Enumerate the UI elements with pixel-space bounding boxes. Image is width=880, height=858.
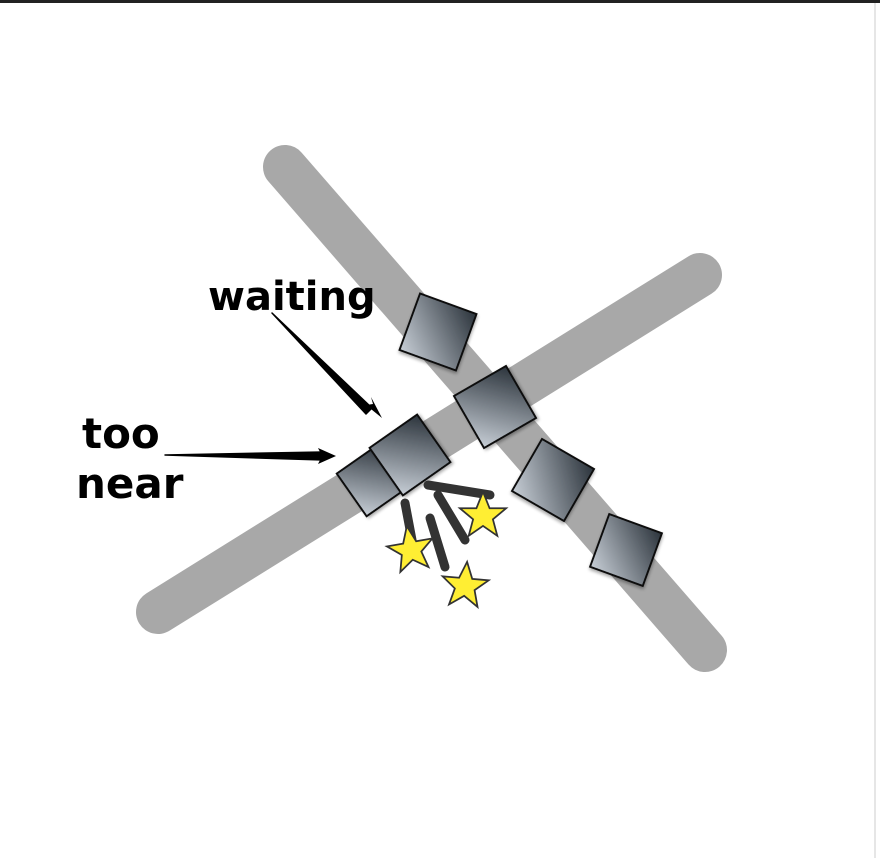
star-burst-icon [384, 523, 435, 575]
label-waiting: waiting [208, 274, 376, 320]
right-border [874, 3, 876, 858]
star-burst-icon [440, 559, 492, 610]
arrow-waiting [271, 312, 382, 418]
star-burst-icon [457, 489, 509, 538]
crash-lines [400, 480, 495, 572]
car-icon [398, 292, 478, 372]
label-too: too [82, 409, 160, 458]
car-icon [452, 364, 538, 450]
top-border [0, 0, 880, 3]
car-icon [510, 437, 596, 523]
car-icon-front [368, 413, 452, 497]
car-icon [588, 512, 664, 588]
label-near: near [76, 459, 184, 508]
arrow-too-near [164, 448, 336, 464]
